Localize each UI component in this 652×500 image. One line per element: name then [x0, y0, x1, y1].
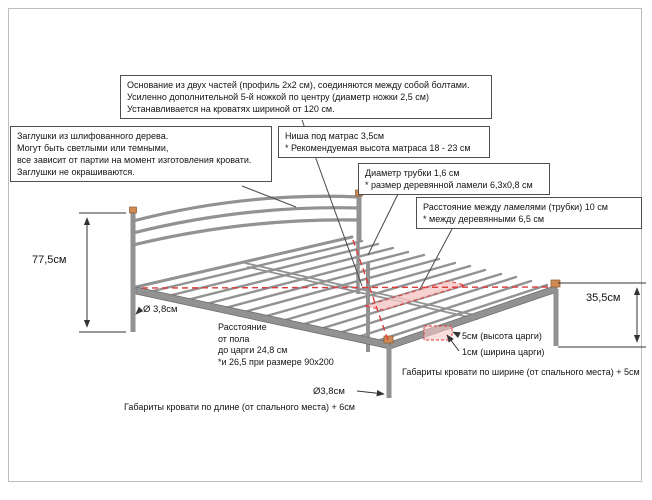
callout-line: Расстояние между ламелями (трубки) 10 см: [423, 202, 608, 212]
headboard: [131, 191, 362, 247]
slats: [147, 239, 549, 343]
callout-line: Основание из двух частей (профиль 2x2 см…: [127, 80, 470, 90]
label-line: до царги 24,8 см: [218, 345, 288, 355]
callout-slat-spacing: Расстояние между ламелями (трубки) 10 см…: [416, 197, 642, 229]
small-arrows: [135, 306, 461, 397]
callout-plugs-info: Заглушки из шлифованного дерева. Могут б…: [10, 126, 272, 182]
callout-line: Заглушки из шлифованного дерева.: [17, 131, 169, 141]
label-floor-clearance: Расстояние от пола до царги 24,8 см *и 2…: [218, 322, 334, 368]
dimension-left: [79, 212, 126, 333]
center-axis-lines: [141, 239, 551, 344]
callout-line: все зависит от партии на момент изготовл…: [17, 155, 252, 165]
callout-line: * Рекомендуемая высота матраса 18 - 23 с…: [285, 143, 471, 153]
label-side-height: 35,5см: [586, 292, 621, 304]
callout-line: Заглушки не окрашиваются.: [17, 167, 135, 177]
callout-line: Диаметр трубки 1,6 см: [365, 168, 460, 178]
label-leg-diameter-foot: Ø3,8см: [313, 386, 345, 397]
label-line: от пола: [218, 333, 250, 344]
callout-base-info: Основание из двух частей (профиль 2x2 см…: [120, 75, 492, 119]
label-length-overall: Габариты кровати по длине (от спального …: [124, 402, 355, 412]
label-tsarga-height: 5см (высота царги): [462, 331, 542, 341]
callout-line: Устанавливается на кроватях шириной от 1…: [127, 104, 335, 114]
label-line: Расстояние: [218, 322, 267, 332]
callout-line: Усиленно дополнительной 5-й ножкой по це…: [127, 92, 429, 102]
head-rail: [134, 235, 354, 289]
callout-line: * размер деревянной ламели 6,3х0,8 см: [365, 180, 533, 190]
callout-line: Могут быть светлыми или темными,: [17, 143, 169, 153]
callout-mattress-niche: Ниша под матрас 3,5см * Рекомендуемая вы…: [278, 126, 490, 158]
callout-line: * между деревянными 6,5 см: [423, 214, 545, 224]
dimension-right: [558, 282, 646, 348]
callout-line: Ниша под матрас 3,5см: [285, 131, 385, 141]
tsarga-height-highlight: [423, 325, 453, 341]
callout-tube-diameter: Диаметр трубки 1,6 см * размер деревянно…: [358, 163, 550, 195]
label-line: *и 26,5 при размере 90x200: [218, 356, 334, 367]
label-tsarga-width: 1см (ширина царги): [462, 347, 545, 357]
label-leg-diameter-head: Ø 3,8см: [143, 304, 178, 315]
label-width-overall: Габариты кровати по ширине (от спального…: [402, 367, 640, 377]
label-total-height: 77,5см: [32, 254, 67, 266]
